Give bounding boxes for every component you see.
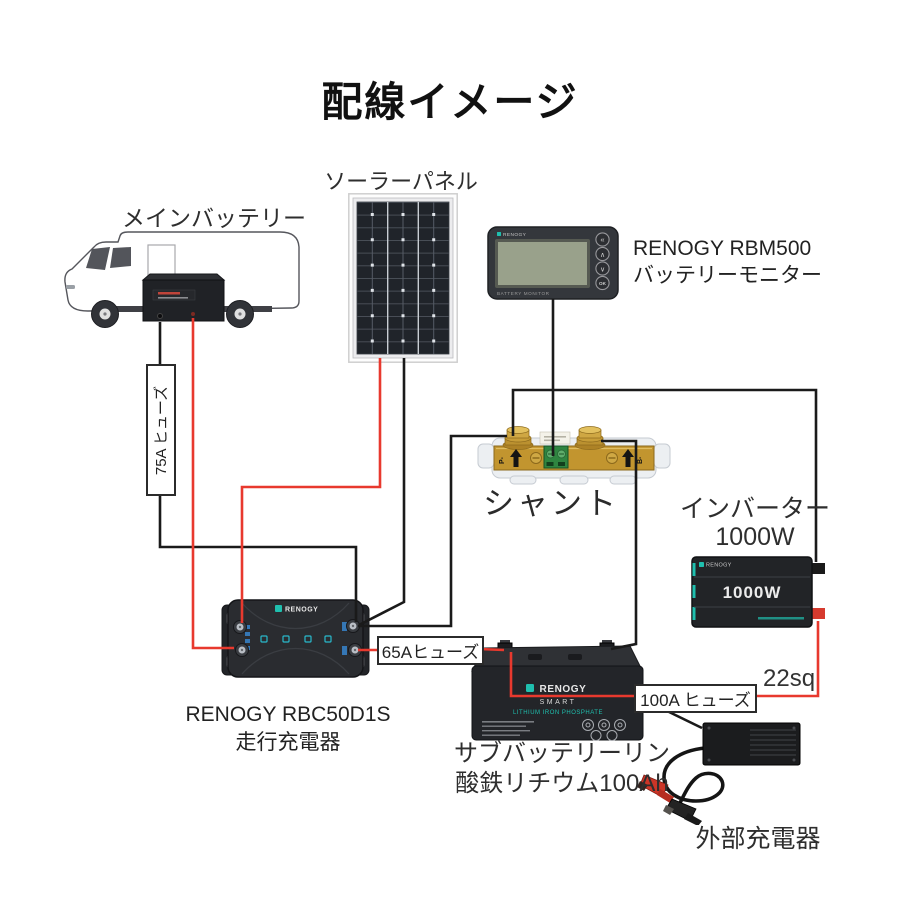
van-headlight <box>66 285 75 289</box>
charger-terminal-in-negative <box>235 643 249 657</box>
charger-terminal-out-negative <box>346 619 360 633</box>
dcdc-charger-label-line2: 走行充電器 <box>235 731 341 754</box>
monitor-screen <box>498 242 587 285</box>
charger-cable <box>662 746 725 811</box>
fuse-75a-box: 75A ヒューズ <box>146 364 176 496</box>
battery-spec-lines <box>482 721 534 736</box>
charger-brand-text: RENOGY <box>285 607 318 614</box>
inverter-model-line <box>758 617 804 620</box>
battery-monitor-image: RENOGY BATTERY MONITOR « ∧ ∨ OK <box>487 226 619 300</box>
main-battery-label: メインバッテリー <box>122 205 306 231</box>
back-button <box>595 232 610 247</box>
renogy-logo-icon <box>699 562 704 567</box>
up-icon: ∧ <box>600 252 605 259</box>
dcdc-charger-image: RENOGY <box>221 599 370 678</box>
wire-gauge-label: 22sq <box>763 665 816 692</box>
black-alligator-clip <box>663 798 702 825</box>
inverter-label-line1: インバーター <box>679 495 831 523</box>
charger-terminal-in-positive <box>233 620 247 634</box>
up-button <box>595 246 610 262</box>
inverter-positive-terminal <box>812 608 825 619</box>
monitor-label-line1: RENOGY RBM500 <box>633 237 812 260</box>
external-charger-label: 外部充電器 <box>695 825 821 853</box>
van-starter-battery <box>141 273 226 322</box>
back-icon: « <box>600 235 604 244</box>
monitor-label: RENOGY RBM500 バッテリーモニター <box>633 235 822 289</box>
camper-van-image <box>64 231 300 328</box>
shunt-p-mark: P- <box>499 456 506 464</box>
shunt-terminal-right <box>574 426 606 450</box>
down-button <box>595 261 610 276</box>
battery-chemistry-text: LITHIUM IRON PHOSPHATE <box>513 710 603 716</box>
monitor-buttons: « ∧ ∨ OK <box>595 232 610 291</box>
page-title: 配線イメージ <box>321 79 579 125</box>
monitor-caption-text: BATTERY MONITOR <box>497 291 550 296</box>
sub-battery-label: サブバッテリーリン 酸鉄リチウム100Ah <box>454 739 670 799</box>
renogy-logo-icon <box>526 684 534 692</box>
shunt-label-patch <box>539 431 571 445</box>
red-alligator-clip <box>637 774 674 803</box>
ok-icon: OK <box>599 281 607 286</box>
charger-screws <box>707 726 796 762</box>
van-rear-wheel <box>226 300 254 328</box>
van-side-window <box>110 247 131 268</box>
inverter-brand-text: RENOGY <box>706 563 732 569</box>
shunt-sense-connector <box>543 445 569 469</box>
external-charger-image <box>637 722 801 825</box>
inverter-image: RENOGY 1000W <box>691 556 825 628</box>
charger-terminal-out-positive <box>348 643 362 657</box>
renogy-logo-icon <box>275 605 282 612</box>
sub-battery-image: RENOGY SMART LITHIUM IRON PHOSPHATE <box>471 640 644 741</box>
sub-battery-label-line1: サブバッテリーリン <box>454 740 670 767</box>
sub-battery-label-line2: 酸鉄リチウム100Ah <box>455 770 669 797</box>
renogy-logo-icon <box>497 232 501 236</box>
wire-solar-negative <box>358 358 406 627</box>
wire-solar-positive <box>240 358 382 623</box>
battery-cert-icons <box>582 719 626 741</box>
solar-panel-image <box>348 193 458 363</box>
inverter-negative-terminal <box>812 563 825 574</box>
monitor-brand-text: RENOGY <box>503 232 527 238</box>
ok-button <box>595 275 610 291</box>
down-icon: ∨ <box>600 266 605 273</box>
solar-panel-label: ソーラーパネル <box>324 169 478 194</box>
inverter-label-line2: 1000W <box>715 523 795 551</box>
van-front-wheel <box>91 300 119 328</box>
inverter-power-text: 1000W <box>723 583 782 602</box>
fuse-65a-label: 65Aヒューズ <box>381 643 480 662</box>
fuse-65a-box: 65Aヒューズ <box>377 636 484 665</box>
shunt-label: シャント <box>483 486 619 521</box>
battery-smart-text: SMART <box>540 699 577 706</box>
dcdc-charger-label: RENOGY RBC50D1S 走行充電器 <box>185 701 390 757</box>
dcdc-charger-label-line1: RENOGY RBC50D1S <box>185 703 391 726</box>
charger-vents <box>750 729 796 756</box>
fuse-100a-label: 100A ヒューズ <box>640 691 751 710</box>
shunt-image: P- B- <box>477 426 671 485</box>
charger-indicator-icons <box>260 635 332 643</box>
shunt-b-mark: B- <box>637 456 644 464</box>
van-windshield <box>86 247 110 270</box>
shunt-terminal-left <box>502 426 534 450</box>
fuse-100a-box: 100A ヒューズ <box>634 684 757 713</box>
battery-brand-text: RENOGY <box>540 684 587 695</box>
inverter-vent-accents <box>692 563 696 620</box>
fuse-75a-label: 75A ヒューズ <box>153 385 171 475</box>
monitor-label-line2: バッテリーモニター <box>633 264 822 287</box>
inverter-label: インバーター 1000W <box>680 495 830 551</box>
